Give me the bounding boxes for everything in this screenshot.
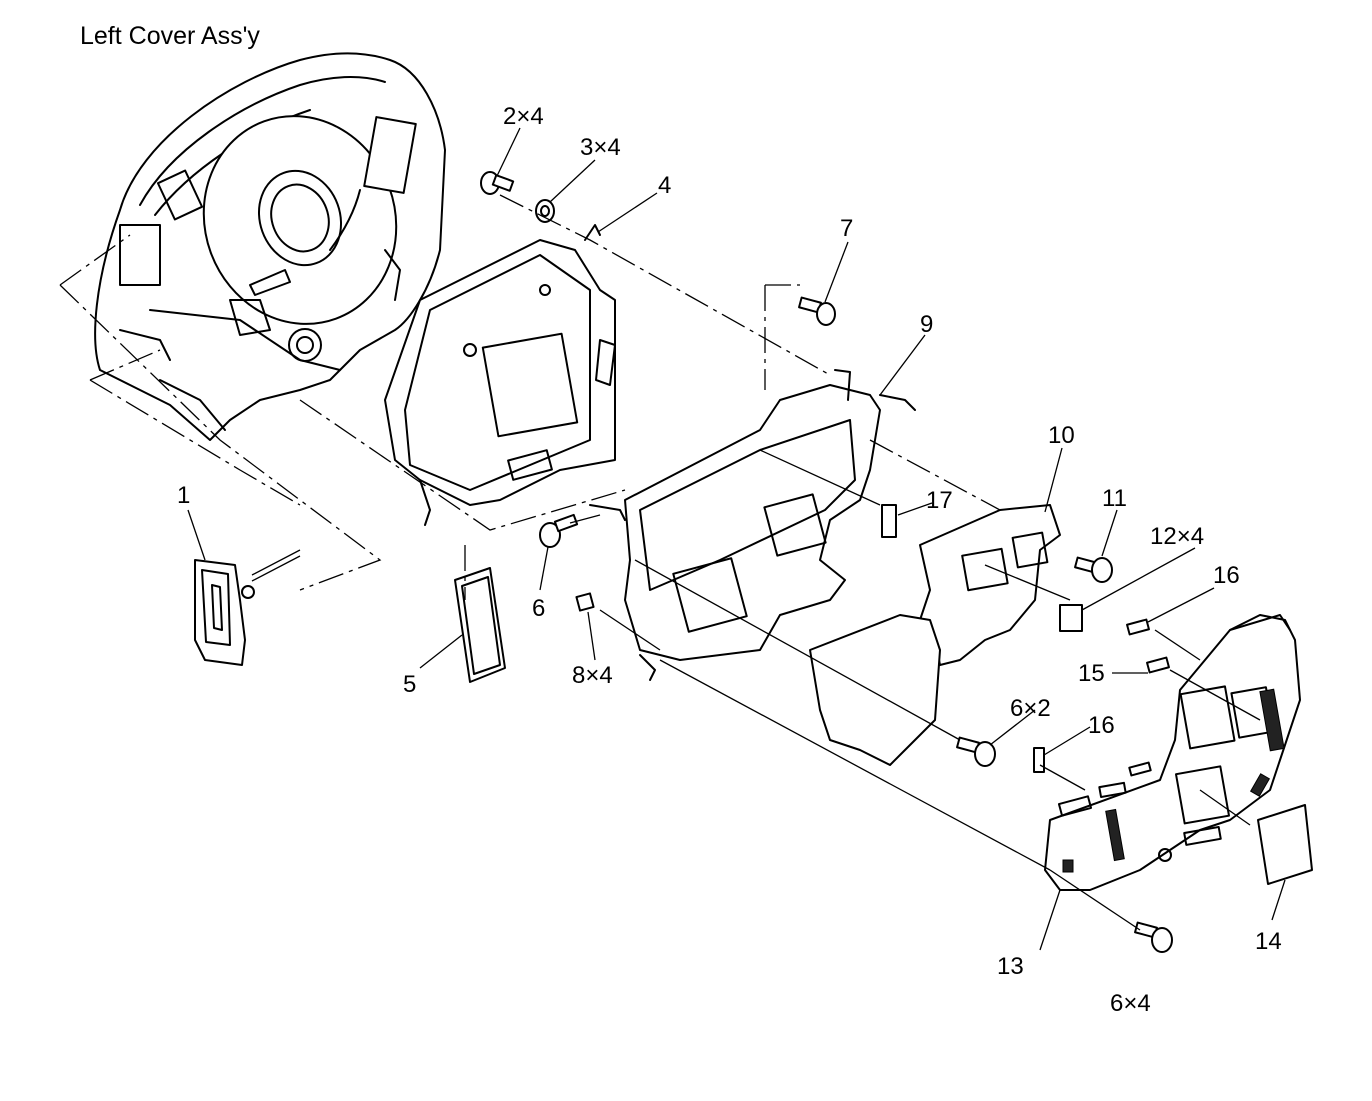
part-6x2-screw — [956, 736, 996, 767]
callout-part-2: 2×4 — [503, 103, 544, 130]
callout-part-1: 1 — [177, 482, 190, 509]
callout-part-17: 17 — [926, 487, 953, 514]
part-9-main-frame — [589, 369, 916, 681]
part-16-pad-upper — [1126, 618, 1150, 636]
part-3-washer — [535, 199, 555, 223]
callout-part-8: 8×4 — [572, 662, 613, 689]
part-5-sheet — [454, 567, 506, 683]
part-6x4-screw — [1134, 921, 1173, 953]
part-11-screw — [1074, 556, 1113, 583]
part-6-screw — [539, 513, 579, 548]
callout-part-6x2: 6×2 — [1010, 695, 1051, 722]
callout-part-10: 10 — [1048, 422, 1075, 449]
left-cover-assembly — [94, 52, 446, 441]
part-10-shield — [809, 504, 1061, 766]
part-12-pad — [1059, 604, 1083, 632]
part-17-pad — [881, 504, 897, 538]
callout-part-12: 12×4 — [1150, 523, 1204, 550]
callout-part-6x4: 6×4 — [1110, 990, 1151, 1017]
callout-labels: 2×4 3×4 4 7 9 10 11 12×4 16 15 16 6×2 17… — [177, 103, 1282, 1017]
callout-part-6: 6 — [532, 595, 545, 622]
callout-part-9: 9 — [920, 311, 933, 338]
part-4-drive-chassis — [384, 224, 616, 526]
callout-part-13: 13 — [997, 953, 1024, 980]
callout-part-3: 3×4 — [580, 134, 621, 161]
callout-part-16-lower: 16 — [1088, 712, 1115, 739]
diagram-title: Left Cover Ass'y — [80, 22, 260, 50]
callout-part-4: 4 — [658, 172, 671, 199]
callout-part-11: 11 — [1102, 485, 1127, 512]
alignment-lines — [59, 194, 1261, 931]
part-1-bracket — [194, 549, 301, 666]
part-2-screw — [480, 171, 515, 195]
callout-part-16-upper: 16 — [1213, 562, 1240, 589]
callout-part-5: 5 — [403, 671, 416, 698]
part-8-clip — [575, 592, 595, 612]
callout-part-14: 14 — [1255, 928, 1282, 955]
part-14-sheet — [1257, 804, 1313, 885]
part-16-pad-lower — [1033, 747, 1045, 773]
callout-part-7: 7 — [840, 215, 853, 242]
leader-lines — [187, 127, 1286, 951]
callout-part-15: 15 — [1078, 660, 1105, 687]
part-7-screw — [798, 296, 836, 326]
part-15-pad — [1146, 656, 1170, 674]
part-13-main-board — [1044, 614, 1301, 891]
